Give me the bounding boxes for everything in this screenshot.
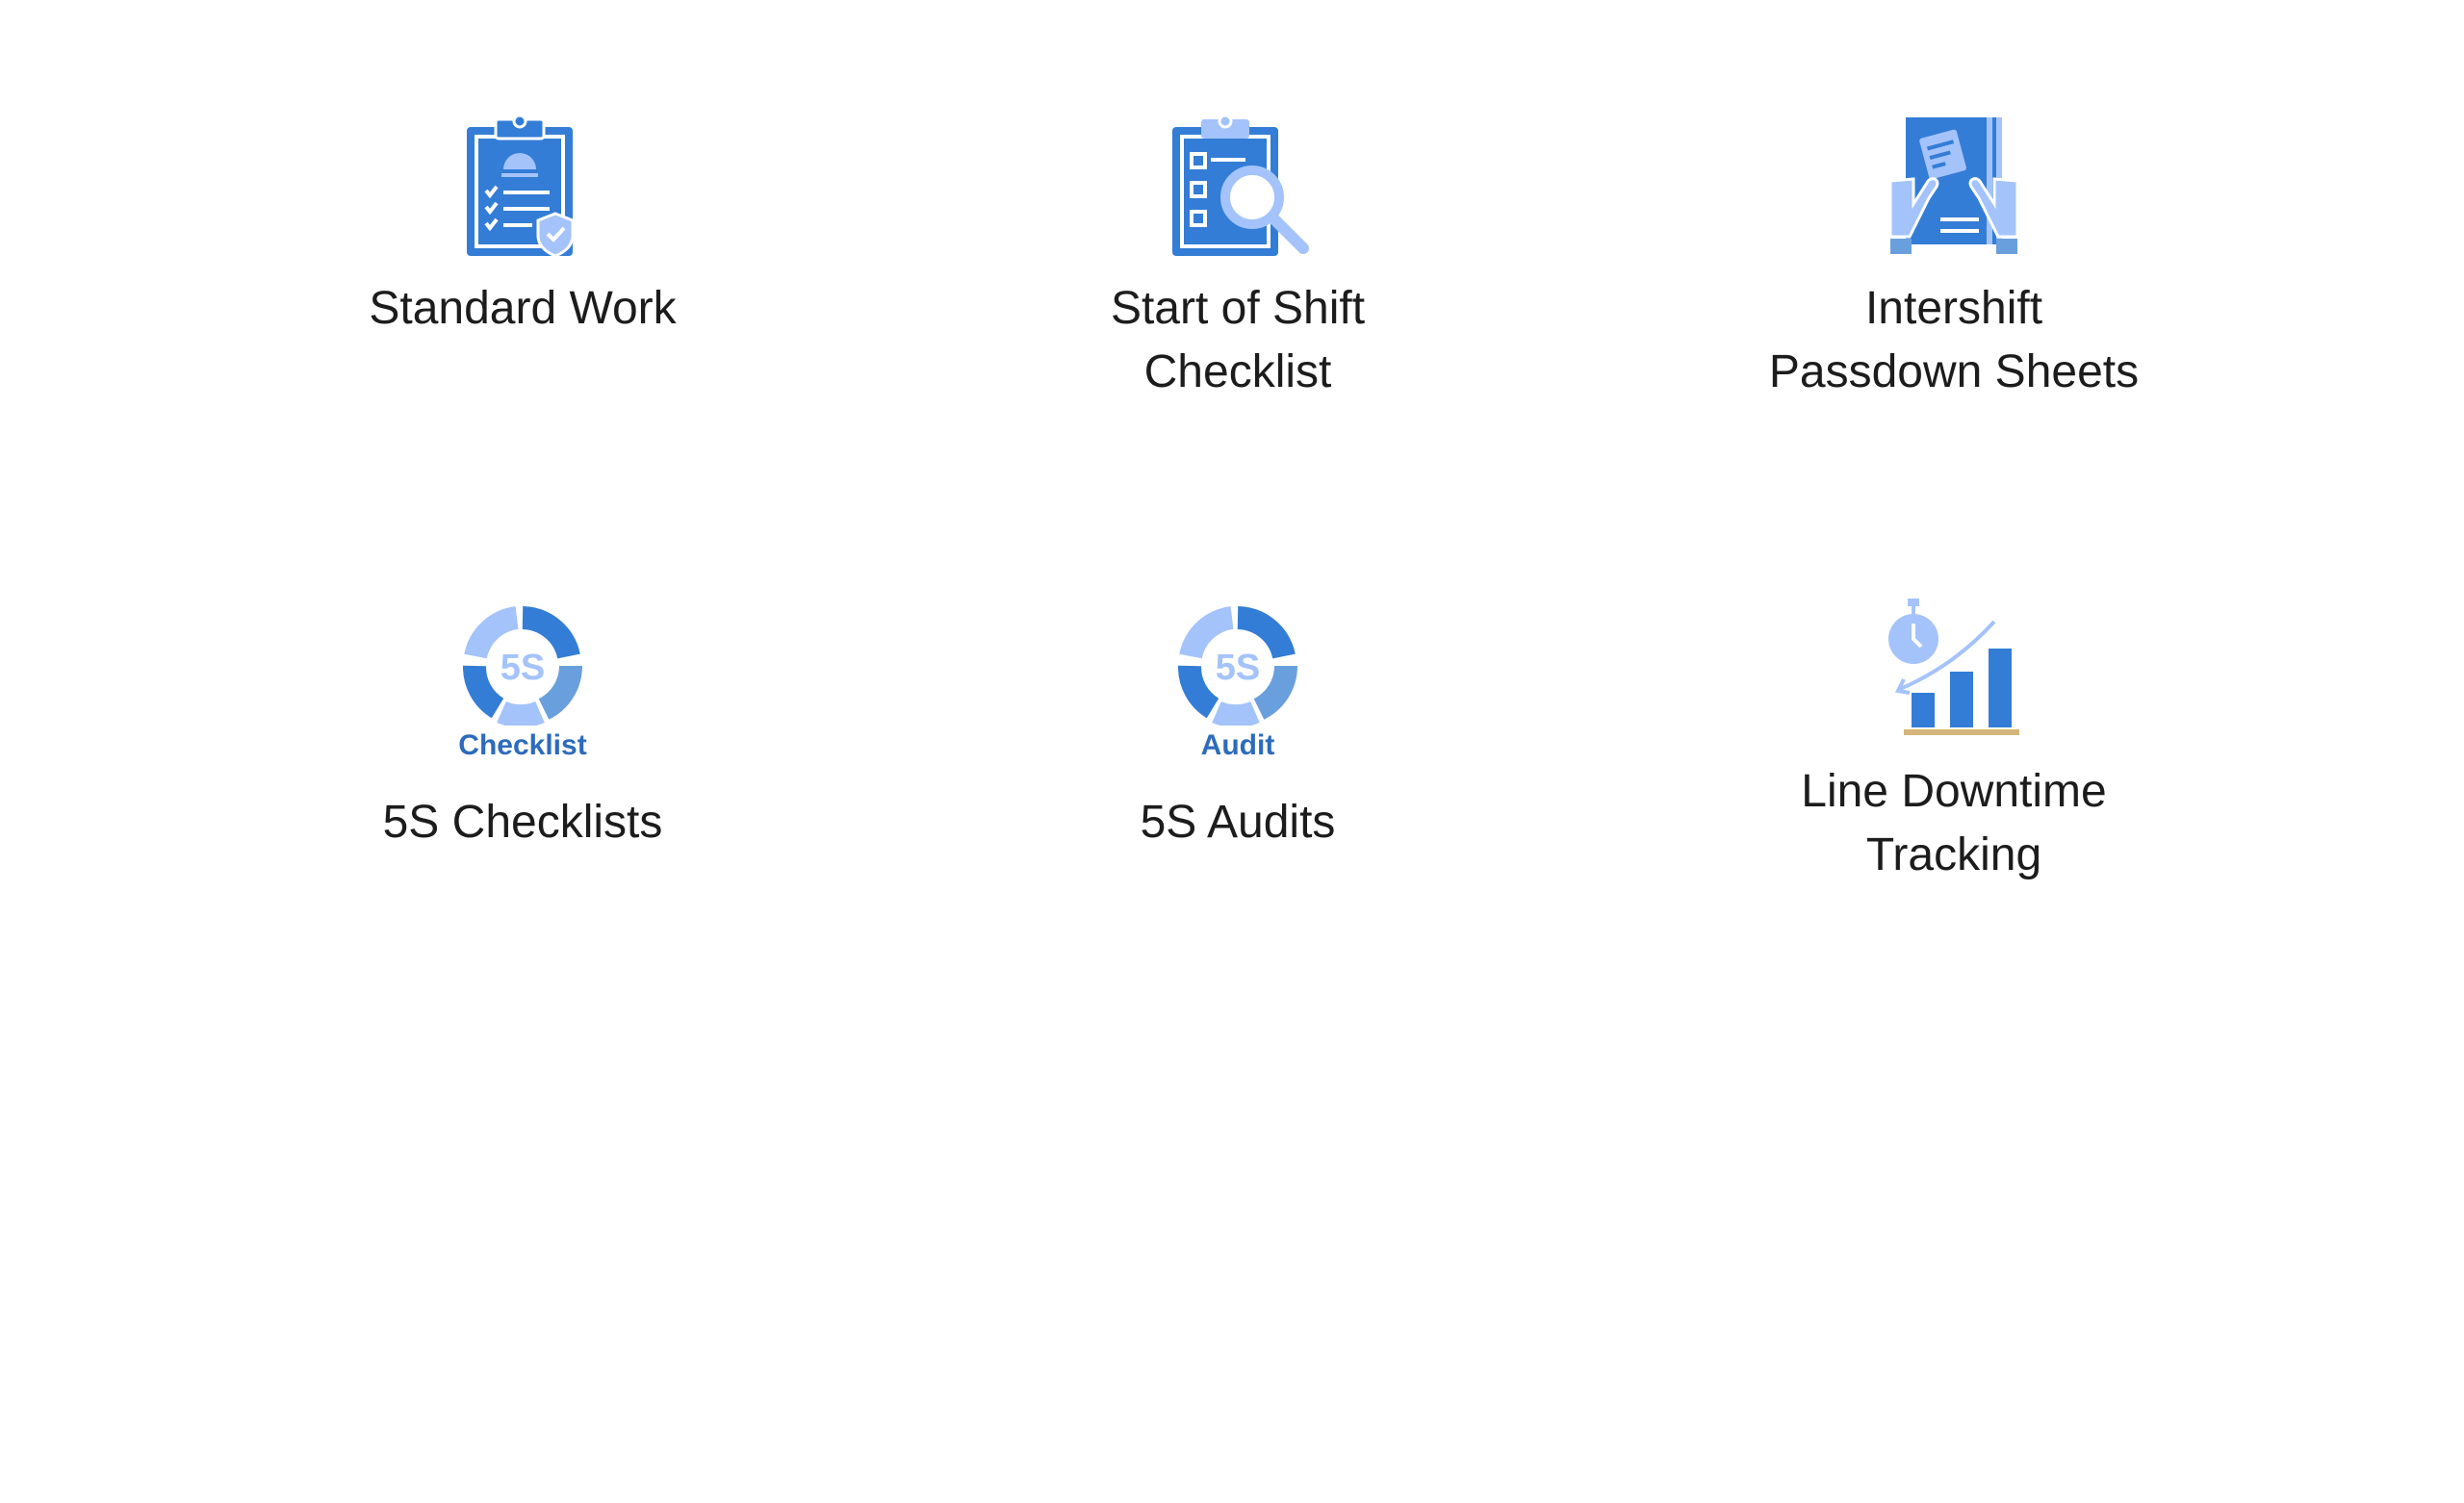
stopwatch-chart-icon <box>1888 599 2019 735</box>
5s-icon-text: 5S <box>500 648 545 688</box>
card-standard-work[interactable]: Standard Work <box>186 114 860 341</box>
card-intershift-passdown-sheets[interactable]: Intershift Passdown Sheets <box>1617 114 2291 404</box>
card-title: 5S Checklists <box>382 797 663 848</box>
card-title-line2: Checklist <box>1143 346 1332 397</box>
card-title-line2: Passdown Sheets <box>1768 346 2140 397</box>
card-5s-audits[interactable]: 5S Audit 5S Audits <box>901 606 1575 854</box>
card-line-downtime-tracking[interactable]: Line Downtime Tracking <box>1617 599 2291 887</box>
card-title: 5S Audits <box>1140 797 1336 848</box>
5s-cycle-icon: 5S <box>463 606 582 726</box>
5s-icon-text: 5S <box>1216 648 1260 688</box>
card-title: Standard Work <box>369 283 677 334</box>
card-5s-checklists[interactable]: 5S Checklist 5S Checklists <box>186 606 860 854</box>
clipboard-shield-icon <box>467 114 575 258</box>
card-title: Line Downtime <box>1801 766 2107 817</box>
card-start-of-shift-checklist[interactable]: Start of Shift Checklist <box>901 114 1575 404</box>
card-title: Start of Shift <box>1110 283 1366 334</box>
icon-sublabel: Checklist <box>458 729 587 761</box>
card-title: Intershift <box>1864 283 2043 334</box>
card-title-line2: Tracking <box>1865 829 2042 880</box>
5s-cycle-icon: 5S <box>1178 606 1297 726</box>
hands-document-icon <box>1888 117 2019 254</box>
clipboard-search-icon <box>1172 114 1309 256</box>
icon-sublabel: Audit <box>1200 729 1275 761</box>
